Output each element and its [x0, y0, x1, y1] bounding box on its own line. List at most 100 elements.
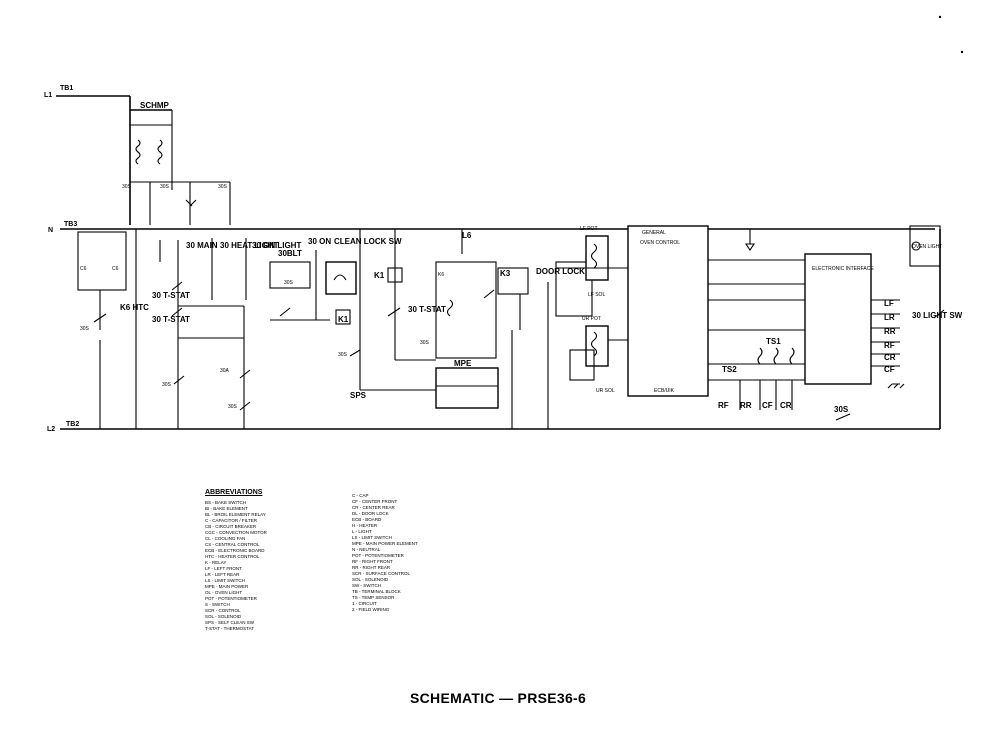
oven-control-board: GENERAL OVEN CONTROL ECB/UIK — [627, 225, 805, 397]
abbreviation-item: LS - LIMIT SWITCH — [205, 578, 245, 583]
main-label: 30 MAIN — [186, 241, 218, 250]
k6-htc-label: K6 HTC — [120, 303, 149, 312]
surface-sensors: TS1 TS2 RF RR CF CR 30S — [718, 337, 851, 421]
sps-label: SPS — [350, 391, 367, 400]
k6-label: K6 — [438, 272, 444, 278]
svg-text:30S: 30S — [338, 352, 348, 358]
svg-text:30S: 30S — [218, 184, 228, 190]
abbreviation-item: SW - SWITCH — [352, 583, 381, 588]
cr-out-label: CR — [884, 353, 896, 362]
abbreviation-item: RR - RIGHT REAR — [352, 565, 391, 570]
belt-label: 30BLT — [278, 249, 302, 258]
c-left-label: C6 — [80, 266, 87, 272]
abbreviation-item: SOL - SOLENOID — [205, 614, 242, 619]
l6-label: L6 — [462, 231, 472, 240]
interface-label: ELECTRONIC INTERFACE — [812, 266, 874, 272]
k1-mid-label: K1 — [338, 315, 349, 324]
center-block: K1 30 T-STAT 30S L6 K6 K3 MPE DOOR LOCK — [374, 229, 585, 429]
abbreviation-item: CR - CENTER REAR — [352, 505, 395, 510]
cf-out-label: CF — [884, 365, 895, 374]
lf-out-label: LF — [884, 299, 894, 308]
svg-text:30S: 30S — [420, 340, 430, 346]
abbreviation-item: SCR - SURFACE CONTROL — [352, 571, 411, 576]
tstat-2-label: 30 T-STAT — [152, 315, 190, 324]
l1-label: L1 — [44, 92, 52, 99]
abbreviation-item: K - RELAY — [205, 560, 227, 565]
page-title: SCHEMATIC — PRSE36-6 — [410, 690, 587, 706]
abbreviation-item: POT - POTENTIOMETER — [352, 553, 404, 558]
k3-label: K3 — [500, 269, 511, 278]
abbreviation-item: CL - COOLING FAN — [205, 536, 246, 541]
cr-label: CR — [780, 401, 792, 410]
abbreviations-header: ABBREVIATIONS — [205, 489, 263, 496]
ur-pot-label: UR POT — [582, 316, 601, 322]
door-lock-label: DOOR LOCK — [536, 267, 585, 276]
oven-light-branch: OVEN LIGHT 30 LIGHT SW — [909, 225, 963, 320]
tb1-label: TB1 — [60, 85, 73, 92]
abbreviation-item: N - NEUTRAL — [352, 547, 381, 552]
abbreviation-item: RF - RIGHT FRONT — [352, 559, 393, 564]
abbreviation-item: BS - BAKE SWITCH — [205, 500, 247, 505]
pot-block: LF POT LF SOL UR POT UR SOL — [555, 226, 628, 394]
rr-label: RR — [740, 401, 752, 410]
svg-text:30S: 30S — [160, 184, 170, 190]
svg-text:30S: 30S — [122, 184, 132, 190]
lf-pot-label: LF POT — [580, 226, 598, 232]
abbreviation-item: L - LIGHT — [352, 529, 372, 534]
ts2-label: TS2 — [722, 365, 737, 374]
abbreviation-item: LF - LEFT FRONT — [205, 566, 242, 571]
heat-light-label: 30 HEAT LIGHT — [220, 241, 279, 250]
tstat-1-label: 30 T-STAT — [152, 291, 190, 300]
abbreviation-item: ECB - BOARD — [352, 517, 382, 522]
svg-text:30S: 30S — [162, 382, 172, 388]
abbreviation-item: LS - LIMIT SWITCH — [352, 535, 392, 540]
s30a-label: 30A — [220, 368, 230, 374]
l1-supply: TB1 L1 SCHMP 30S 30S 30S — [44, 85, 231, 225]
neutral-bus: N TB3 — [48, 221, 935, 234]
abbreviation-item: TS - TEMP SENSOR — [352, 595, 395, 600]
tstat-branches: 30 T-STAT 30 T-STAT 30S 30A 30S — [152, 240, 251, 429]
abbreviation-item: LR - LEFT REAR — [205, 572, 240, 577]
lr-out-label: LR — [884, 313, 895, 322]
abbreviation-item: OL - OVEN LIGHT — [205, 590, 243, 595]
c-right-label: C6 — [112, 266, 119, 272]
abbreviation-item: SOL - SOLENOID — [352, 577, 389, 582]
abbreviation-item: MPE - MAIN POWER — [205, 584, 249, 589]
k1-top-label: K1 — [374, 271, 385, 280]
abbreviation-item: ECB - ELECTRONIC BOARD — [205, 548, 265, 553]
abbreviation-item: BL - BROIL ELEMENT RELAY — [205, 512, 266, 517]
s30-bottom-label: 30S — [834, 405, 849, 414]
abbreviation-item: SCR - CONTROL — [205, 608, 241, 613]
schmp-label: SCHMP — [140, 101, 170, 110]
abbreviation-item: 1 - CIRCUIT — [352, 601, 377, 606]
indicator-lights: 30 MAIN 30 HEAT LIGHT 30 ON LIGHT — [186, 238, 301, 300]
k6-htc-branch: K6 HTC — [120, 229, 149, 429]
abbreviation-item: POT - POTENTIOMETER — [205, 596, 257, 601]
tb3-label: TB3 — [64, 221, 77, 228]
abbreviation-item: C - CAP — [352, 493, 369, 498]
abbreviation-item: SPS - SELF CLEAN SW — [205, 620, 255, 625]
lamp-30-label: 30 ON — [308, 237, 331, 246]
control-sub: OVEN CONTROL — [640, 240, 680, 246]
rf-out-label: RF — [884, 341, 895, 350]
lf-sol-label: LF SOL — [588, 292, 605, 298]
abbreviation-item: HTC - HEATER CONTROL — [205, 554, 260, 559]
abbreviation-item: BI - BAKE ELEMENT — [205, 506, 248, 511]
oven-light-label: OVEN LIGHT — [912, 244, 942, 250]
tb2-label: TB2 — [66, 421, 79, 428]
cf-label: CF — [762, 401, 773, 410]
l2-label: L2 — [47, 426, 55, 433]
abbreviation-item: CF - CENTER FRONT — [352, 499, 398, 504]
abbreviation-item: MPE - MAIN POWER ELEMENT — [352, 541, 418, 546]
svg-text:30S: 30S — [80, 326, 90, 332]
n-label: N — [48, 227, 53, 234]
belt-branch: 30BLT 30S 30 ON — [269, 237, 331, 321]
control-header: GENERAL — [642, 230, 666, 236]
abbreviation-item: CS - CENTRAL CONTROL — [205, 542, 260, 547]
tstat-30-label: 30 T-STAT — [408, 305, 446, 314]
rr-out-label: RR — [884, 327, 896, 336]
